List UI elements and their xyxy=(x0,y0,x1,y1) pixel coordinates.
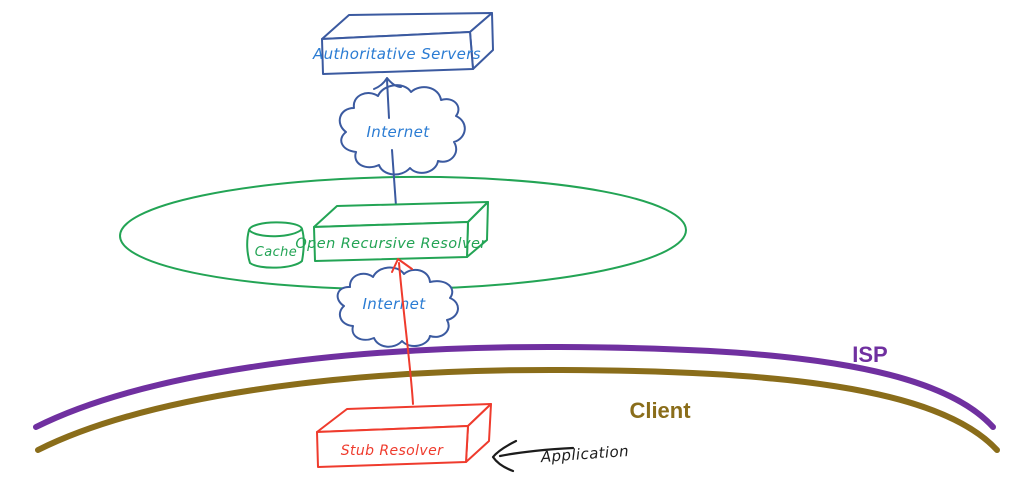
red-up-arrowhead-icon xyxy=(391,258,413,273)
client-label: Client xyxy=(629,398,691,423)
cloud-shape-lower xyxy=(336,266,459,348)
client-boundary-arc xyxy=(35,366,1000,453)
cache-label: Cache xyxy=(255,245,297,260)
isp-label: ISP xyxy=(852,342,887,367)
stub-resolver-label: Stub Resolver xyxy=(341,443,444,459)
link-resolver-to-authoritative xyxy=(373,77,402,207)
internet-lower-label: Internet xyxy=(362,295,426,313)
cache-cylinder-rim xyxy=(248,228,303,238)
authoritative-servers-node: Authoritative Servers xyxy=(312,12,494,75)
open-recursive-resolver-node: Open Recursive Resolver xyxy=(295,201,489,262)
query-stub-to-resolver xyxy=(391,258,414,405)
stub-box-front-face xyxy=(316,425,469,468)
cache-node: Cache xyxy=(246,221,305,269)
blue-link-upper-segment xyxy=(386,79,390,119)
red-query-line xyxy=(398,262,414,405)
authoritative-servers-label: Authoritative Servers xyxy=(312,45,481,63)
internet-cloud-upper: Internet xyxy=(338,84,466,176)
auth-box-front-face xyxy=(321,31,474,75)
application-label: Application xyxy=(539,442,629,466)
cache-cylinder-body xyxy=(246,221,305,269)
internet-upper-label: Internet xyxy=(366,123,430,141)
stub-resolver-node: Stub Resolver xyxy=(316,403,492,468)
up-arrowhead-icon xyxy=(373,77,402,90)
open-recursive-resolver-label: Open Recursive Resolver xyxy=(295,236,487,252)
application-arrow-shaft xyxy=(498,446,575,458)
blue-link-lower-segment xyxy=(391,149,397,207)
cloud-shape-upper xyxy=(338,84,466,176)
isp-boundary-arc xyxy=(33,343,996,430)
application-annotation: Application xyxy=(491,439,630,473)
resolver-box-front-face xyxy=(313,221,469,262)
left-arrowhead-icon xyxy=(491,439,518,473)
internet-cloud-lower: Internet xyxy=(336,266,459,348)
